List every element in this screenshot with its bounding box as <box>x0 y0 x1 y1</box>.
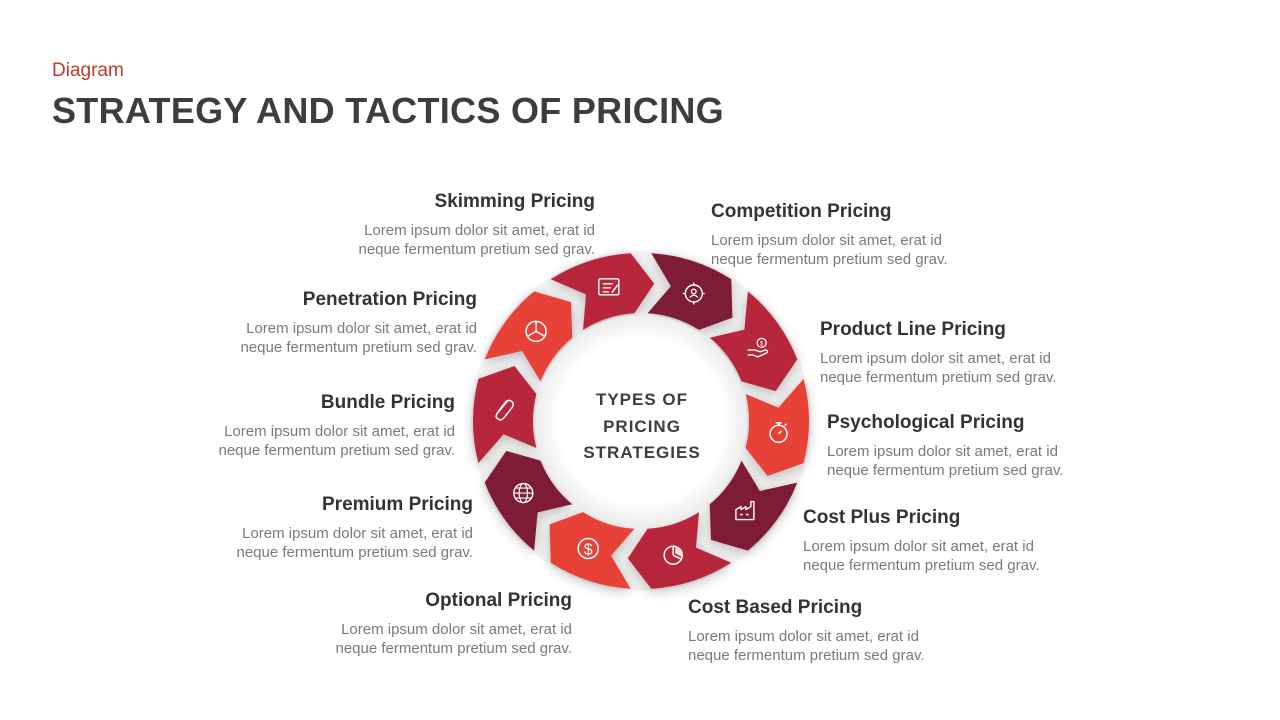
description-line: neque fermentum pretium sed grav. <box>820 369 1057 386</box>
ring-segment <box>550 253 655 330</box>
description-line: Lorem ipsum dolor sit amet, erat id <box>711 232 942 249</box>
item-description: Lorem ipsum dolor sit amet, erat id nequ… <box>305 221 595 259</box>
description-line: Lorem ipsum dolor sit amet, erat id <box>246 320 477 337</box>
item-title: Penetration Pricing <box>302 289 477 310</box>
item-description: Lorem ipsum dolor sit amet, erat id nequ… <box>827 442 1117 480</box>
description-line: neque fermentum pretium sed grav. <box>827 462 1064 479</box>
center-line-1: TYPES OF <box>595 390 689 409</box>
center-circle <box>535 315 747 527</box>
item-description: Lorem ipsum dolor sit amet, erat id nequ… <box>165 422 455 460</box>
item-bundle-pricing: Bundle Pricing Lorem ipsum dolor sit ame… <box>165 392 455 460</box>
item-cost-based-pricing: Cost Based Pricing Lorem ipsum dolor sit… <box>688 597 978 665</box>
center-line-2: PRICING <box>603 416 681 436</box>
paperclip-icon <box>495 399 514 421</box>
item-description: Lorem ipsum dolor sit amet, erat id nequ… <box>688 627 978 665</box>
svg-text:$: $ <box>760 341 764 347</box>
item-psychological-pricing: Psychological Pricing Lorem ipsum dolor … <box>827 412 1117 480</box>
description-line: neque fermentum pretium sed grav. <box>688 647 925 664</box>
description-line: Lorem ipsum dolor sit amet, erat id <box>364 222 595 239</box>
item-title: Premium Pricing <box>322 494 473 515</box>
item-description: Lorem ipsum dolor sit amet, erat id nequ… <box>187 319 477 357</box>
item-optional-pricing: Optional Pricing Lorem ipsum dolor sit a… <box>282 590 572 658</box>
description-line: Lorem ipsum dolor sit amet, erat id <box>827 443 1058 460</box>
item-description: Lorem ipsum dolor sit amet, erat id nequ… <box>803 537 1093 575</box>
item-description: Lorem ipsum dolor sit amet, erat id nequ… <box>820 349 1110 387</box>
svg-text:$: $ <box>584 542 593 559</box>
item-penetration-pricing: Penetration Pricing Lorem ipsum dolor si… <box>187 289 477 357</box>
section-label: Diagram <box>52 60 124 81</box>
description-line: Lorem ipsum dolor sit amet, erat id <box>341 621 572 638</box>
description-line: Lorem ipsum dolor sit amet, erat id <box>688 628 919 645</box>
page-title: STRATEGY AND TACTICS OF PRICING <box>52 90 724 131</box>
description-line: neque fermentum pretium sed grav. <box>240 339 477 356</box>
description-line: neque fermentum pretium sed grav. <box>218 442 455 459</box>
item-title: Competition Pricing <box>711 201 892 222</box>
ring-segment <box>647 253 733 330</box>
item-title: Cost Plus Pricing <box>803 507 961 528</box>
factory-icon <box>735 500 755 521</box>
description-line: Lorem ipsum dolor sit amet, erat id <box>224 423 455 440</box>
item-title: Product Line Pricing <box>820 319 1006 340</box>
item-premium-pricing: Premium Pricing Lorem ipsum dolor sit am… <box>183 494 473 562</box>
item-competition-pricing: Competition Pricing Lorem ipsum dolor si… <box>711 201 1001 269</box>
document-icon <box>598 278 620 296</box>
description-line: neque fermentum pretium sed grav. <box>358 241 595 258</box>
competition-icon <box>682 282 705 305</box>
pie-chart-icon <box>663 545 683 565</box>
description-line: Lorem ipsum dolor sit amet, erat id <box>820 350 1051 367</box>
item-description: Lorem ipsum dolor sit amet, erat id nequ… <box>282 620 572 658</box>
center-line-3: STRATEGIES <box>583 443 701 462</box>
item-product-line-pricing: Product Line Pricing Lorem ipsum dolor s… <box>820 319 1110 387</box>
description-line: neque fermentum pretium sed grav. <box>335 640 572 657</box>
stopwatch-icon <box>769 422 788 444</box>
item-skimming-pricing: Skimming Pricing Lorem ipsum dolor sit a… <box>305 191 595 259</box>
description-line: Lorem ipsum dolor sit amet, erat id <box>803 538 1034 555</box>
ring-segment <box>709 291 798 392</box>
item-cost-plus-pricing: Cost Plus Pricing Lorem ipsum dolor sit … <box>803 507 1093 575</box>
description-line: neque fermentum pretium sed grav. <box>236 544 473 561</box>
item-title: Cost Based Pricing <box>688 597 863 618</box>
ring-segment <box>745 378 809 476</box>
item-title: Skimming Pricing <box>434 191 595 212</box>
item-title: Bundle Pricing <box>320 392 455 413</box>
item-description: Lorem ipsum dolor sit amet, erat id nequ… <box>183 524 473 562</box>
ring-segment <box>473 366 537 464</box>
description-line: Lorem ipsum dolor sit amet, erat id <box>242 525 473 542</box>
center-label: TYPES OF PRICING STRATEGIES <box>560 387 724 467</box>
hand-dollar-icon: $ <box>747 337 769 358</box>
three-way-icon <box>525 320 547 343</box>
description-line: neque fermentum pretium sed grav. <box>803 557 1040 574</box>
ring-segment <box>549 512 635 589</box>
globe-icon <box>513 482 534 504</box>
item-title: Optional Pricing <box>425 590 572 611</box>
dollar-coin-icon: $ <box>577 537 599 560</box>
item-title: Psychological Pricing <box>827 412 1025 433</box>
description-line: neque fermentum pretium sed grav. <box>711 251 948 268</box>
item-description: Lorem ipsum dolor sit amet, erat id nequ… <box>711 231 1001 269</box>
